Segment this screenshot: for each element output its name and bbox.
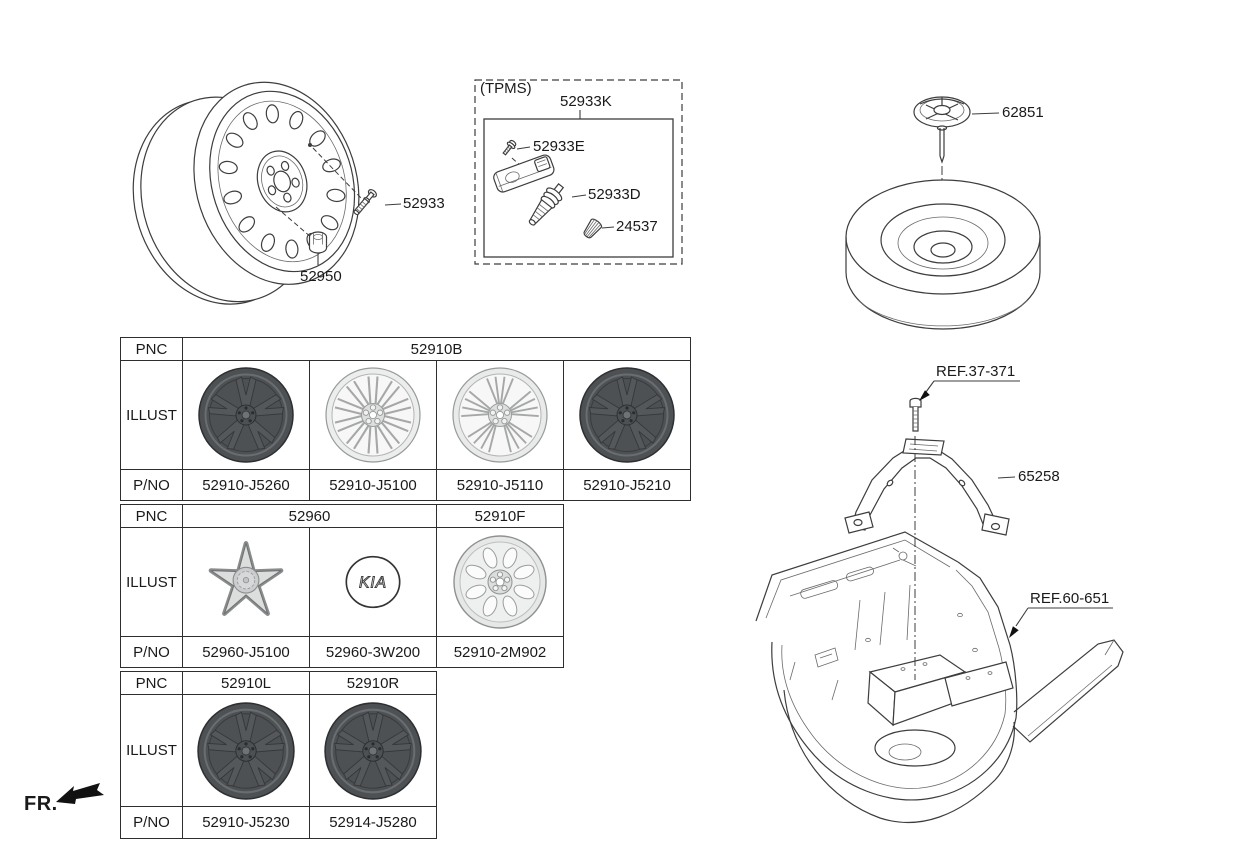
spare-clamp-illustration [913,96,971,164]
floor-pan-illustration [755,531,1124,824]
wheel-illustration-dark-left [182,694,310,807]
wheel-nut-label: 52950 [300,268,342,285]
wheel-illustration-dark-1 [182,360,310,470]
pnc-code-cell: 52960 [182,504,437,528]
tpms-screw-leader [516,146,531,150]
illust-row-label: ILLUST [120,694,183,807]
pno-row-label: P/NO [120,806,183,839]
tpms-valve-label: 52933D [588,186,641,203]
part-number-cell: 52910-J5230 [182,806,310,839]
tpms-screw-illustration [502,139,517,156]
part-number-cell: 52914-J5280 [309,806,437,839]
spare-clamp-leader [971,112,1000,115]
pno-row-label: P/NO [120,636,183,668]
valve-label: 52933 [403,195,445,212]
ref37-arrowhead [919,390,930,401]
ref-bolt-illustration [909,397,922,432]
ref60-arrow-line [1015,607,1029,627]
valve-leader [384,203,402,206]
part-number-cell: 52960-3W200 [309,636,437,668]
spare-tire-illustration [845,179,1041,330]
ref37-arrow-line [925,380,935,393]
parts-table-section-3: PNC 52910L 52910R ILLUST P/NO 52910-J523… [120,671,437,839]
tpms-dashed-box [474,79,683,265]
tpms-screw-label: 52933E [533,138,585,155]
ref60-arrowhead [1009,626,1019,638]
illust-row-label: ILLUST [120,360,183,470]
bracket-leader [997,476,1016,479]
pnc-code-cell: 52910B [181,337,692,361]
ref-floor-panel-label: REF.60-651 [1030,590,1110,607]
pno-row-label: P/NO [120,469,183,501]
part-number-cell: 52910-J5210 [562,469,692,501]
tpms-valve-leader [571,194,587,198]
wheel-nut-52950-illustration [308,231,328,254]
steel-wheel-illustration [132,81,360,305]
front-marker-label: FR. [24,793,58,815]
pnc-code-cell: 52910F [436,504,564,528]
pnc-row-label: PNC [120,504,183,528]
bracket-illustration [844,438,1010,536]
illust-row-label: ILLUST [120,527,183,637]
part-number-cell: 52910-J5260 [182,469,310,501]
wheel-illustration-dark-right [309,694,437,807]
parts-table-section-1: PNC 52910B ILLUST P/NO 52910-J5260 52910… [120,337,692,501]
wheel-illustration-8spoke [436,527,564,637]
pnc-code-cell: 52910L [182,671,310,695]
pnc-row-label: PNC [120,337,183,361]
ref-crossmember-label: REF.37-371 [936,363,1016,380]
tpms-cap-label: 24537 [616,218,658,235]
tpms-cap-illustration [583,218,603,239]
tpms-cap-leader [601,226,615,229]
spare-clamp-label: 62851 [1002,104,1044,121]
valve-hole-dot [308,143,312,147]
fr-direction-arrow-icon [56,783,104,804]
wheel-illustration-silver-2 [436,360,564,470]
valve-leader-dashed [312,147,362,199]
center-cap-star-illustration [182,527,310,637]
valve-52933-illustration [353,189,377,216]
part-number-cell: 52910-J5100 [309,469,437,501]
wheel-illustration-silver-1 [309,360,437,470]
tpms-valve-illustration [528,183,565,226]
spare-bracket-label: 65258 [1018,468,1060,485]
part-number-cell: 52910-2M902 [436,636,564,668]
center-cap-kia-illustration [309,527,437,637]
tpms-group-title: (TPMS) [480,80,532,97]
tpms-kit-label: 52933K [560,93,612,110]
tpms-inner-box [483,118,674,258]
parts-table-section-2: PNC 52960 52910F ILLUST P/NO 52960-J5100… [120,504,564,668]
tpms-sensor-illustration [493,154,555,193]
pnc-code-cell: 52910R [309,671,437,695]
pnc-row-label: PNC [120,671,183,695]
part-number-cell: 52910-J5110 [436,469,564,501]
part-number-cell: 52960-J5100 [182,636,310,668]
wheel-illustration-dark-2 [562,360,692,470]
